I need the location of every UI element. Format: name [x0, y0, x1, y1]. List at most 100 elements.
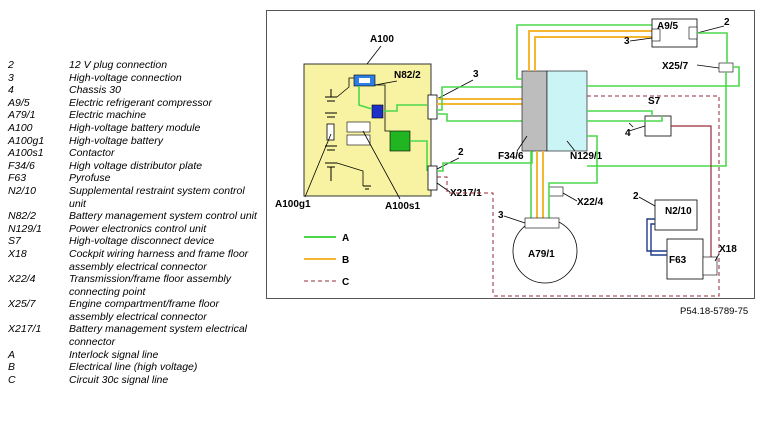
legend-row: X217/1 Battery management system electric… [8, 323, 258, 348]
key-label-c: C [342, 277, 349, 288]
legend-description: Pyrofuse [69, 172, 111, 185]
legend-row: A9/5 Electric refrigerant compressor [8, 97, 258, 110]
legend-description: High-voltage connection [69, 71, 182, 84]
legend-description: Electric machine [69, 109, 147, 122]
legend-code: B [8, 361, 16, 374]
n2-10-label: N2/10 [665, 206, 692, 217]
legend-row: N82/2 Battery management system control u… [8, 210, 258, 223]
n2-10-unit [654, 199, 698, 231]
legend-row: N2/10 Supplemental restraint system contr… [8, 185, 258, 210]
diagram-svg: A100 N82/2 A100g1 A100s1 [275, 17, 740, 297]
legend-row: B Electrical line (high voltage) [8, 361, 258, 374]
f34-6-label: F34/6 [498, 151, 524, 162]
legend-row: 2 12 V plug connection [8, 59, 258, 72]
hv-connector-a100 [427, 94, 438, 120]
key-label-a: A [342, 233, 349, 244]
legend-description: Electric refrigerant compressor [69, 96, 212, 109]
legend-description: Contactor [69, 147, 115, 160]
x25-7-connector [718, 62, 734, 73]
a100g1-cells [325, 89, 337, 181]
line-key: A B C [304, 233, 349, 288]
a100-label: A100 [370, 34, 394, 45]
num-2-a95: 2 [724, 17, 730, 28]
legend-code: F34/6 [8, 159, 35, 172]
legend-code: 2 [8, 59, 14, 71]
legend: 2 12 V plug connection 3 High-voltage conne… [8, 59, 258, 386]
legend-row: A79/1 Electric machine [8, 109, 258, 122]
legend-row: 4 Chassis 30 [8, 84, 258, 97]
n82-2-label: N82/2 [394, 70, 421, 81]
legend-description: Battery management system electrical con… [69, 323, 247, 349]
x18-label: X18 [719, 244, 737, 255]
legend-description: Supplemental restraint system control un… [69, 184, 245, 210]
n129-1-unit [546, 70, 588, 152]
legend-code: N2/10 [8, 184, 37, 197]
legend-description: High voltage distributor plate [69, 159, 203, 172]
a9-5-label: A9/5 [657, 21, 679, 32]
f63-label: F63 [669, 255, 687, 266]
x22-4-connector [548, 186, 564, 197]
s7-switch[interactable] [644, 115, 672, 137]
legend-code: 4 [8, 84, 14, 97]
legend-row: X25/7 Engine compartment/frame floor asse… [8, 298, 258, 323]
legend-row: A100g1 High-voltage battery [8, 135, 258, 148]
legend-description: Transmission/frame floor assembly connec… [69, 273, 232, 298]
legend-description: Chassis 30 [69, 84, 121, 97]
contactor-green [389, 130, 411, 152]
legend-description: Battery management system control unit [69, 210, 257, 223]
legend-row: F34/6 High voltage distributor plate [8, 160, 258, 173]
legend-code: X25/7 [8, 298, 36, 311]
num-2-left: 2 [458, 147, 464, 158]
legend-code: C [8, 373, 16, 386]
legend-code: 3 [8, 71, 14, 84]
legend-description: Interlock signal line [69, 348, 159, 361]
legend-description: Electrical line (high voltage) [69, 361, 198, 374]
a79-1-label: A79/1 [528, 249, 555, 260]
legend-row: N129/1 Power electronics control unit [8, 223, 258, 236]
num-3-a79: 3 [498, 210, 504, 221]
legend-code: X217/1 [8, 323, 42, 336]
legend-description: Engine compartment/frame floor assembly … [69, 298, 219, 323]
legend-code: N82/2 [8, 210, 37, 223]
legend-row: A Interlock signal line [8, 349, 258, 362]
num-2-n210: 2 [633, 191, 639, 202]
n129-1-label: N129/1 [570, 151, 603, 162]
key-label-b: B [342, 255, 349, 266]
figure-reference: P54.18-5789-75 [680, 306, 749, 317]
legend-description: High-voltage battery module [69, 121, 201, 134]
x22-4-label: X22/4 [577, 197, 604, 208]
x217-1-connector [427, 165, 438, 191]
legend-code: A79/1 [8, 109, 36, 122]
num-3-a95: 3 [624, 36, 630, 47]
legend-row: C Circuit 30c signal line [8, 374, 258, 387]
legend-row: A100 High-voltage battery module [8, 122, 258, 135]
legend-description: High-voltage battery [69, 134, 163, 147]
legend-row: X18 Cockpit wiring harness and frame floo… [8, 248, 258, 273]
wiring-diagram: A100 N82/2 A100g1 A100s1 [266, 10, 755, 299]
x18-connector [702, 256, 718, 276]
legend-code: F63 [8, 172, 27, 185]
num-3-left: 3 [473, 69, 479, 80]
legend-code: N129/1 [8, 222, 42, 235]
f34-6-plate [521, 70, 548, 152]
legend-row: A100s1 Contactor [8, 147, 258, 160]
legend-code: S7 [8, 235, 21, 248]
a100s1-label: A100s1 [385, 201, 420, 212]
legend-description: Power electronics control unit [69, 222, 207, 235]
legend-code: X18 [8, 247, 27, 260]
legend-description: Cockpit wiring harness and frame floor a… [69, 247, 249, 273]
legend-code: A100 [8, 121, 33, 134]
a100g1-label: A100g1 [275, 199, 311, 210]
legend-code: A100s1 [8, 147, 44, 160]
f63-pyrofuse [666, 238, 704, 280]
legend-code: A9/5 [8, 96, 30, 109]
legend-code: A [8, 348, 16, 361]
legend-row: 3 High-voltage connection [8, 72, 258, 85]
contactor-blue [371, 104, 384, 119]
num-4: 4 [625, 128, 631, 139]
legend-description: Circuit 30c signal line [69, 373, 169, 386]
s7-label: S7 [648, 96, 661, 107]
legend-description: 12 V plug connection [69, 59, 168, 71]
legend-code: A100g1 [8, 134, 45, 147]
